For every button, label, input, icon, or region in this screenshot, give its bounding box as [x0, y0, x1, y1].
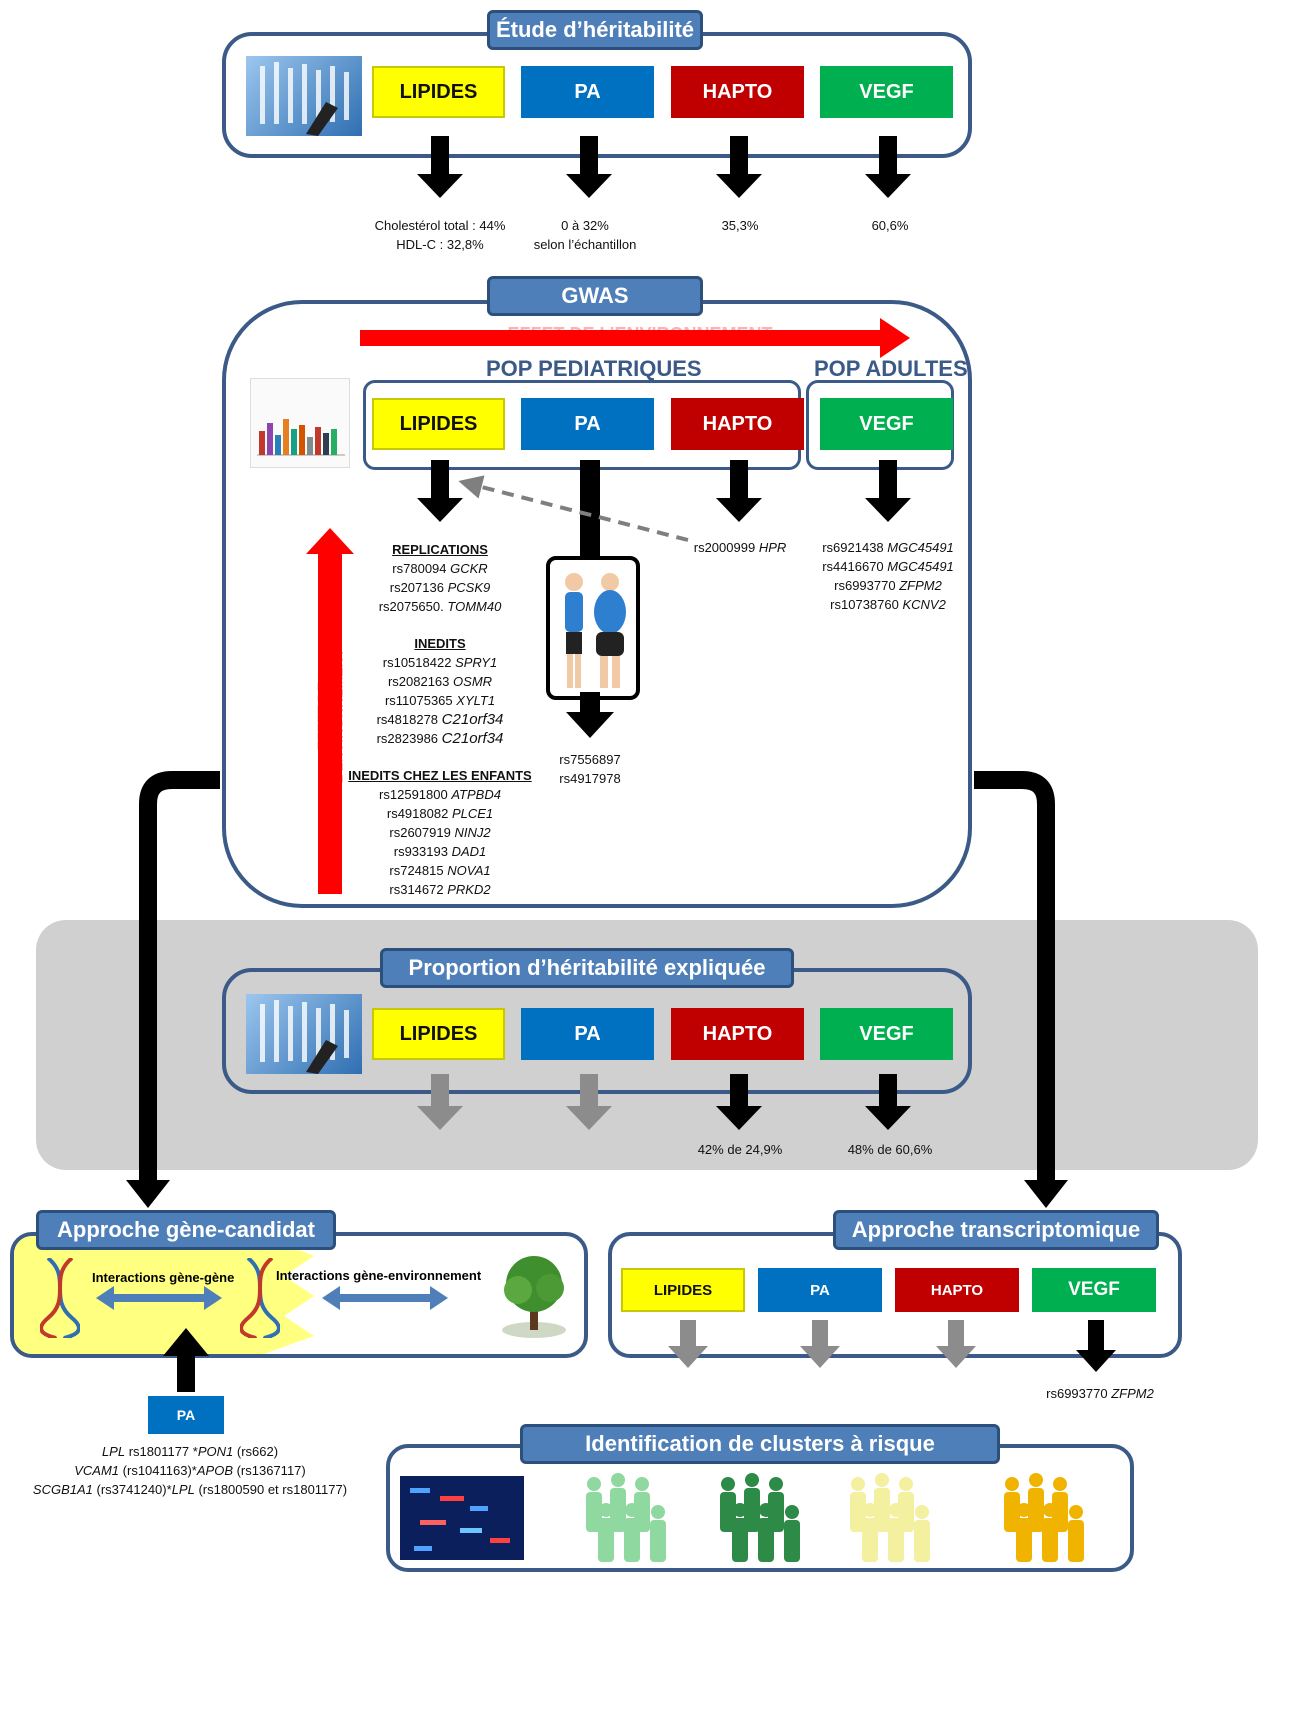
replications-title: REPLICATIONS	[392, 542, 488, 557]
heatmap-image	[400, 1476, 524, 1560]
inedits-title: INEDITS	[414, 636, 466, 651]
dna-icon	[40, 1258, 80, 1338]
candidate-interactions: LPL rs1801177 *PON1 (rs662) VCAM1 (rs104…	[10, 1442, 370, 1499]
snp-item: rs314672 PRKD2	[389, 882, 491, 897]
transcriptomic-title: Approche transcriptomique	[833, 1210, 1159, 1250]
gwas-pa-box: PA	[521, 398, 654, 450]
snp-item: rs4818278 C21orf34	[376, 711, 504, 728]
gene-env-label: Interactions gène-environnement	[276, 1268, 482, 1283]
cluster-people-orange	[992, 1470, 1092, 1566]
heritability-title: Étude d’héritabilité	[487, 10, 703, 50]
snp-item: rs7556897	[559, 752, 621, 767]
trans-vegf-box: VEGF	[1032, 1268, 1156, 1312]
interaction-line: LPL rs1801177 *PON1 (rs662)	[101, 1444, 279, 1459]
gwas-hapto-box: HAPTO	[671, 398, 804, 450]
snp-item: rs10518422 SPRY1	[382, 655, 498, 670]
snp-item: rs11075365 XYLT1	[384, 693, 496, 708]
snp-item: rs10738760 KCNV2	[830, 597, 946, 612]
proportion-vegf: 48% de 60,6%	[847, 1142, 933, 1157]
snp-item: rs12591800 ATPBD4	[379, 787, 501, 802]
body-silhouettes-image	[546, 556, 640, 700]
vegf-box: VEGF	[820, 66, 953, 118]
dna-icon	[240, 1258, 280, 1338]
inedits-children-title: INEDITS CHEZ LES ENFANTS	[348, 768, 532, 783]
gwas-vegf-box: VEGF	[820, 398, 953, 450]
snp-item: rs2607919 NINJ2	[389, 825, 491, 840]
snp-item: rs2082163 OSMR	[387, 674, 493, 689]
pop-adult-title: POP ADULTES	[814, 356, 968, 381]
manhattan-plot	[250, 378, 350, 468]
heritability-pa: 0 à 32% selon l’échantillon	[533, 218, 637, 252]
snp-item: rs6921438 MGC45491	[822, 540, 954, 555]
gene-gene-label: Interactions gène-gène	[92, 1270, 235, 1285]
heritability-lipides: Cholestérol total : 44% HDL-C : 32,8%	[374, 218, 506, 252]
clusters-title: Identification de clusters à risque	[520, 1424, 1000, 1464]
pa-snp-list: rs7556897 rs4917978	[530, 750, 650, 788]
gwas-lipides-box: LIPIDES	[372, 398, 505, 450]
snp-item: rs6993770 ZFPM2	[834, 578, 942, 593]
proportion-hapto: 42% de 24,9%	[697, 1142, 783, 1157]
snp-item: rs2823986 C21orf34	[376, 730, 504, 747]
interaction-line: SCGB1A1 (rs3741240)*LPL (rs1800590 et rs…	[32, 1482, 348, 1497]
snp-item: rs4918082 PLCE1	[386, 806, 494, 821]
transcriptomic-snp: rs6993770 ZFPM2	[1046, 1386, 1154, 1401]
trans-hapto-box: HAPTO	[895, 1268, 1019, 1312]
vegf-snp-list: rs6921438 MGC45491 rs4416670 MGC45491 rs…	[800, 538, 976, 614]
trans-pa-box: PA	[758, 1268, 882, 1312]
trans-lipides-box: LIPIDES	[621, 1268, 745, 1312]
heritability-vegf: 60,6%	[871, 218, 909, 233]
snp-item: rs207136 PCSK9	[389, 580, 491, 595]
cluster-people-light-green	[574, 1470, 674, 1566]
prop-lipides-box: LIPIDES	[372, 1008, 505, 1060]
cluster-people-dark-green	[708, 1470, 808, 1566]
tree-icon	[494, 1250, 574, 1340]
hapto-box: HAPTO	[671, 66, 804, 118]
chromosome-image	[246, 56, 362, 136]
snp-item: rs780094 GCKR	[392, 561, 488, 576]
interaction-line: VCAM1 (rs1041163)*APOB (rs1367117)	[74, 1463, 306, 1478]
snp-item: rs724815 NOVA1	[389, 863, 491, 878]
pa-box: PA	[521, 66, 654, 118]
prop-hapto-box: HAPTO	[671, 1008, 804, 1060]
proportion-title: Proportion d’héritabilité expliquée	[380, 948, 794, 988]
snp-item: rs4917978	[559, 771, 621, 786]
prop-vegf-box: VEGF	[820, 1008, 953, 1060]
candidate-pa-box: PA	[148, 1396, 224, 1434]
pop-pediatric-title: POP PEDIATRIQUES	[486, 356, 702, 381]
snp-item: rs2075650. TOMM40	[378, 599, 502, 614]
lipides-box: LIPIDES	[372, 66, 505, 118]
hapto-snp: rs2000999 HPR	[693, 540, 787, 555]
candidate-title: Approche gène-candidat	[36, 1210, 336, 1250]
env-effect-label: EFFET DE L’ENVIRONNEMENT	[507, 324, 773, 344]
prop-pa-box: PA	[521, 1008, 654, 1060]
snp-item: rs933193 DAD1	[393, 844, 487, 859]
cluster-people-light-yellow	[838, 1470, 938, 1566]
gwas-title: GWAS	[487, 276, 703, 316]
snp-item: rs4416670 MGC45491	[822, 559, 954, 574]
lipides-snp-list: REPLICATIONS rs780094 GCKR rs207136 PCSK…	[340, 540, 540, 899]
heritability-hapto: 35,3%	[721, 218, 759, 233]
chromosome-image-2	[246, 994, 362, 1074]
